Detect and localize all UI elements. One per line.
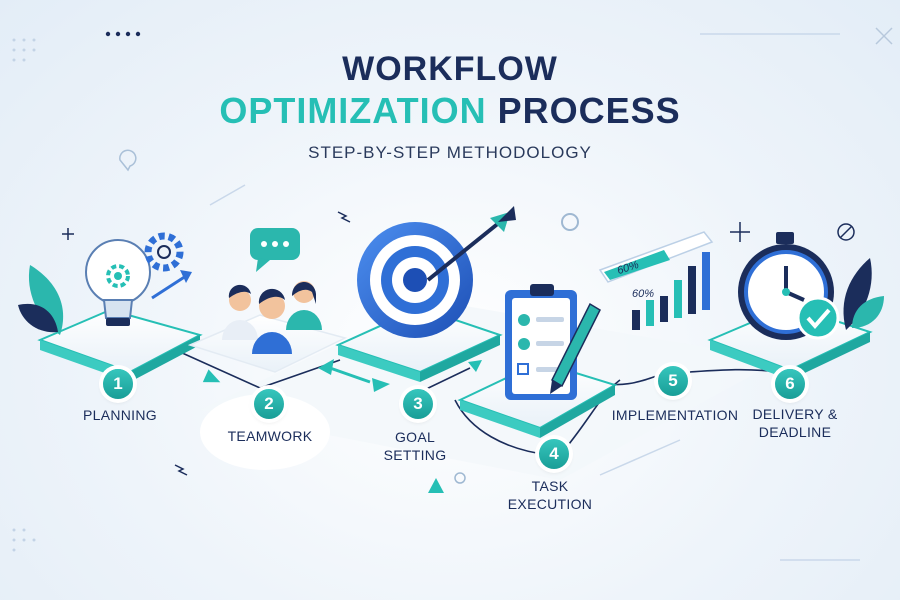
close-x-decoration xyxy=(875,27,893,45)
step-3-label: GOAL SETTING xyxy=(360,428,470,464)
checkmark-badge-icon xyxy=(796,296,840,340)
step-4-label: TASK EXECUTION xyxy=(490,477,610,513)
step-3-badge: 3 xyxy=(403,389,433,419)
title-line1: WORKFLOW xyxy=(342,50,558,88)
clipboard-icon xyxy=(505,284,577,400)
progress-bar xyxy=(598,231,714,283)
gear-icon xyxy=(144,232,184,272)
step-2-badge: 2 xyxy=(254,389,284,419)
platform-3 xyxy=(335,306,503,382)
subtitle: STEP-BY-STEP METHODOLOGY xyxy=(308,143,592,162)
step-3-label-line1: GOAL xyxy=(394,429,436,445)
step-3-label-line2: SETTING xyxy=(383,447,447,463)
lightbulb-icon xyxy=(85,239,151,326)
step-6-label-line2: DEADLINE xyxy=(758,424,832,440)
leaf-decoration-left xyxy=(18,265,64,335)
arrow-icon xyxy=(426,206,516,282)
leaf-decoration-right xyxy=(843,258,884,330)
dots-icon xyxy=(105,31,141,37)
step-6-badge: 6 xyxy=(775,369,805,399)
no-entry-decoration xyxy=(837,223,855,241)
step-5-badge: 5 xyxy=(658,366,688,396)
step-1-label: PLANNING xyxy=(83,407,157,423)
title-rest: PROCESS xyxy=(497,90,681,131)
step-4-label-line1: TASK xyxy=(531,478,569,494)
chat-bubble-icon xyxy=(250,228,300,272)
step-5-label: IMPLEMENTATION xyxy=(611,407,739,423)
step-2-label: TEAMWORK xyxy=(227,428,313,444)
target-icon xyxy=(357,222,473,338)
team-people-icon xyxy=(222,281,322,354)
title-accent: OPTIMIZATION xyxy=(219,90,487,131)
triangle-decoration xyxy=(428,478,444,493)
chart-percent-label: 60% xyxy=(632,288,655,300)
step-6-label-line1: DELIVERY & xyxy=(752,406,838,422)
step-4-badge: 4 xyxy=(539,439,569,469)
step-1-badge: 1 xyxy=(103,369,133,399)
step-6-label: DELIVERY & DEADLINE xyxy=(740,405,850,441)
step-4-label-line2: EXECUTION xyxy=(507,496,593,512)
title-line2: OPTIMIZATION PROCESS xyxy=(0,90,900,132)
bar-chart-icon xyxy=(632,252,710,330)
dot-pattern-left xyxy=(12,38,36,552)
pen-icon xyxy=(550,302,601,394)
